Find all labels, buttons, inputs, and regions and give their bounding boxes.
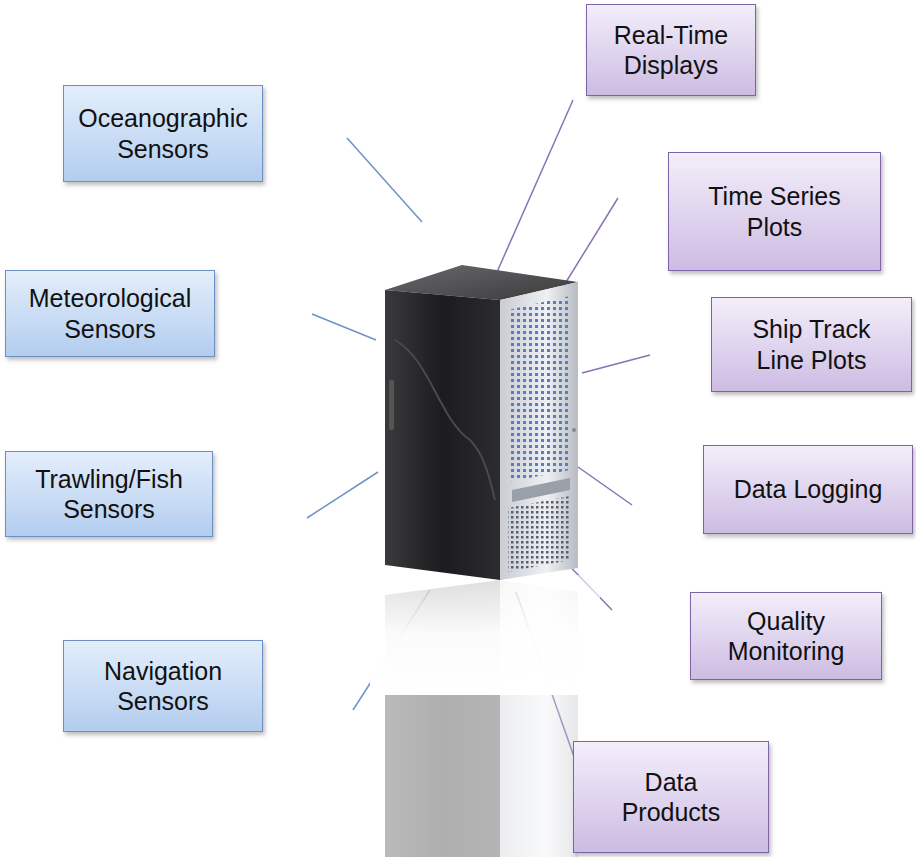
box-label: Real-Time Displays xyxy=(596,20,746,81)
sensor-box: Navigation Sensors xyxy=(63,640,263,732)
output-box: Real-Time Displays xyxy=(586,4,756,96)
box-label: Quality Monitoring xyxy=(711,606,861,667)
leader-lines xyxy=(307,100,650,768)
sensor-box: Meteorological Sensors xyxy=(5,270,215,357)
sensor-box: Trawling/Fish Sensors xyxy=(5,451,213,537)
box-label: Ship Track Line Plots xyxy=(732,314,892,375)
box-label: Time Series Plots xyxy=(695,181,855,242)
box-label: Data Products xyxy=(606,767,736,828)
box-label: Navigation Sensors xyxy=(83,656,243,717)
output-box: Data Products xyxy=(573,741,769,853)
output-box: Time Series Plots xyxy=(668,152,881,271)
box-label: Meteorological Sensors xyxy=(15,283,205,344)
sensor-box: Oceanographic Sensors xyxy=(63,85,263,182)
output-box: Quality Monitoring xyxy=(690,592,882,680)
server-tower xyxy=(370,265,600,857)
box-label: Trawling/Fish Sensors xyxy=(24,464,194,525)
box-label: Data Logging xyxy=(734,474,883,505)
box-label: Oceanographic Sensors xyxy=(73,103,253,164)
output-box: Data Logging xyxy=(703,445,913,534)
output-box: Ship Track Line Plots xyxy=(711,297,912,392)
